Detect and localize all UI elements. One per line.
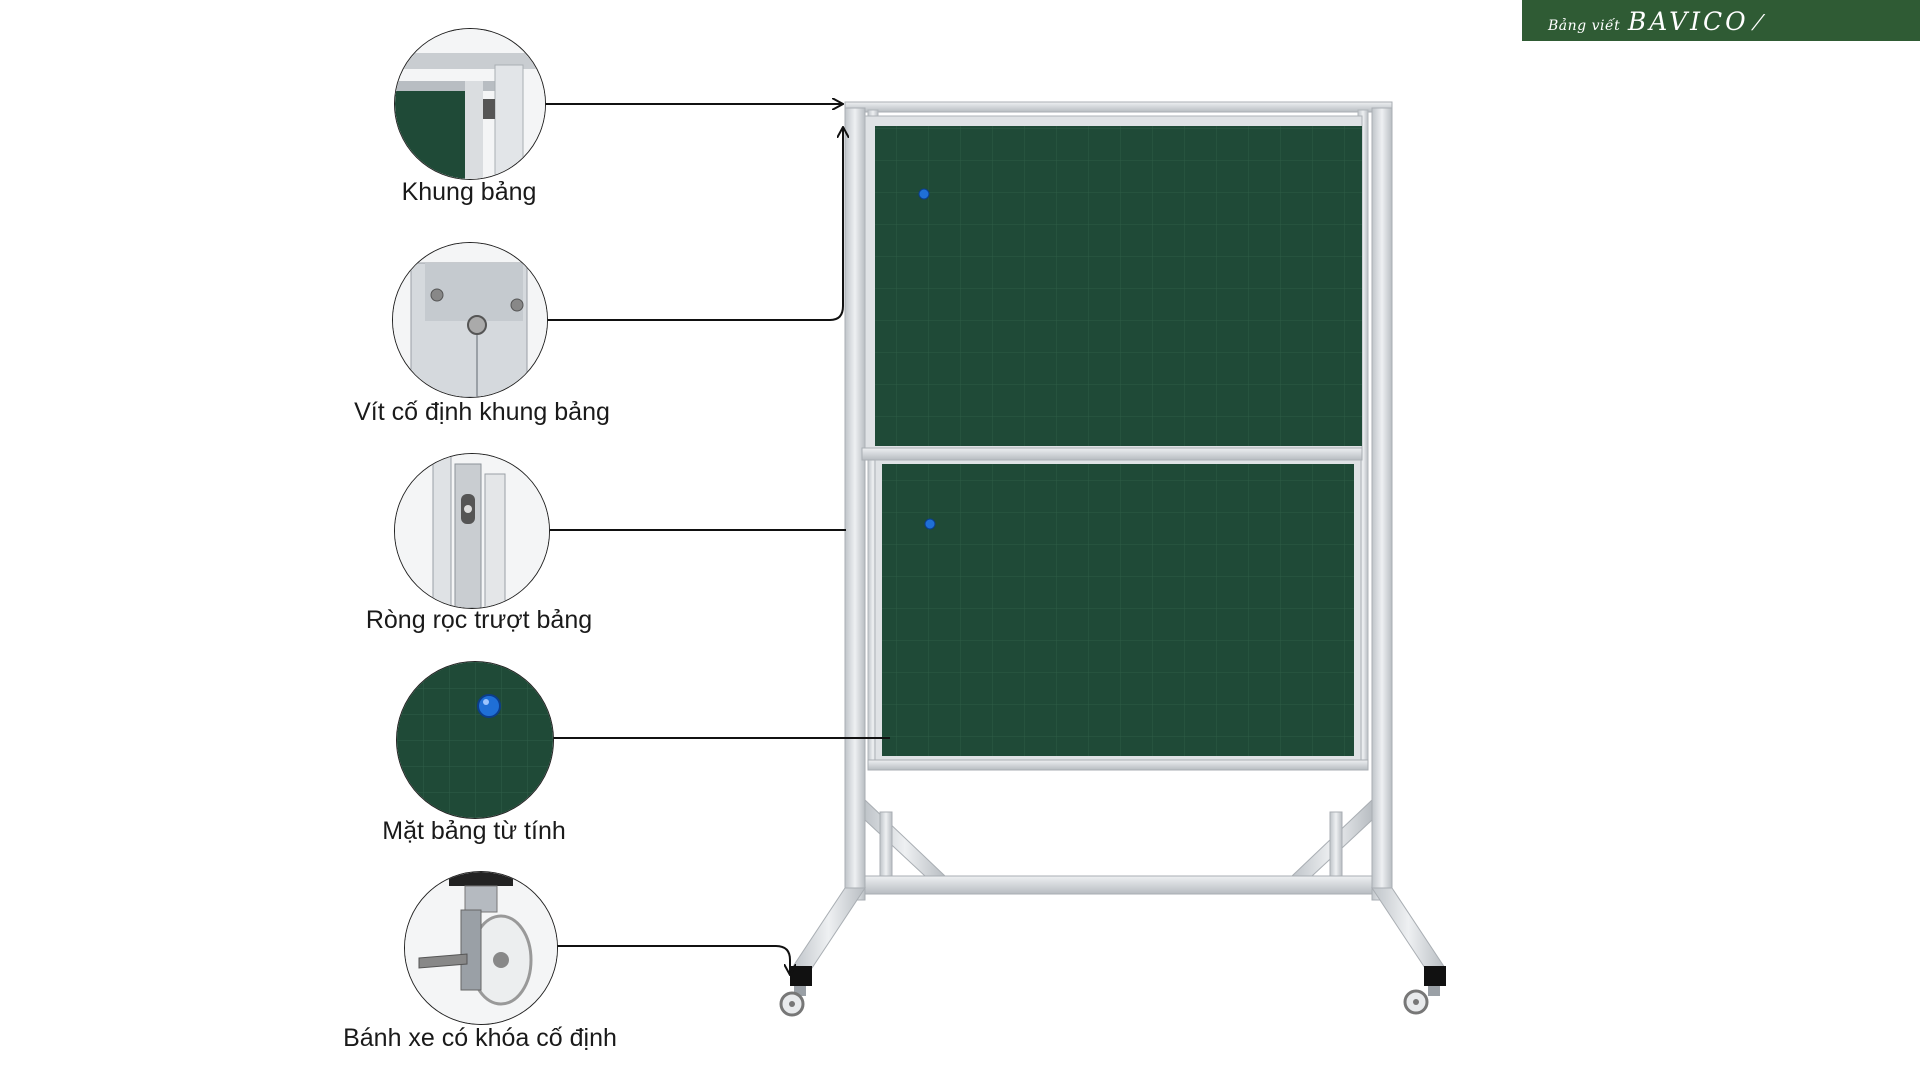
locking-caster-wheel-icon [405, 872, 557, 1024]
callout-frame-circle [394, 28, 546, 180]
left-brace [864, 798, 947, 877]
magnet-icon [918, 188, 930, 200]
callout-screw-circle [392, 242, 548, 398]
left-leg [791, 887, 866, 969]
right-caster-wheel-icon [1403, 966, 1446, 1015]
connector-screw [546, 128, 843, 321]
pen-stroke-icon: ⁄ [1756, 11, 1761, 35]
callout-label-frame: Khung bảng [401, 178, 537, 206]
callout-pulley-circle [394, 453, 550, 609]
frame-top-bar [844, 101, 1393, 113]
fixing-screw-icon [393, 243, 547, 397]
lower-board-bottom-rail [867, 759, 1369, 771]
brand-logo-text: Bảng viết BAVICO ⁄ [1548, 7, 1761, 36]
brand-logo: Bảng viết BAVICO ⁄ [1522, 0, 1920, 41]
right-leg [1371, 887, 1446, 969]
connector-wheel [556, 945, 790, 974]
frame-left-post [844, 107, 866, 901]
magnet-icon [924, 518, 936, 530]
callout-label-screw: Vít cố định khung bảng [354, 398, 610, 426]
magnetic-surface-icon [397, 662, 553, 818]
middle-divider-bar [861, 447, 1363, 461]
callout-magnetic-circle [396, 661, 554, 819]
callout-label-pulley: Ròng rọc trượt bảng [365, 606, 593, 634]
callout-label-magnetic: Mặt bảng từ tính [382, 817, 566, 845]
frame-right-post [1371, 107, 1393, 901]
base-crossbar [864, 875, 1373, 895]
left-caster-wheel-icon [779, 966, 812, 1017]
brand-prefix: Bảng viết [1548, 18, 1621, 34]
callout-wheel-circle [404, 871, 558, 1025]
board-frame-corner-icon [395, 29, 545, 179]
callout-label-wheel: Bánh xe có khóa cố định [343, 1024, 617, 1052]
sliding-pulley-icon [395, 454, 549, 608]
brand-name: BAVICO [1627, 7, 1749, 36]
